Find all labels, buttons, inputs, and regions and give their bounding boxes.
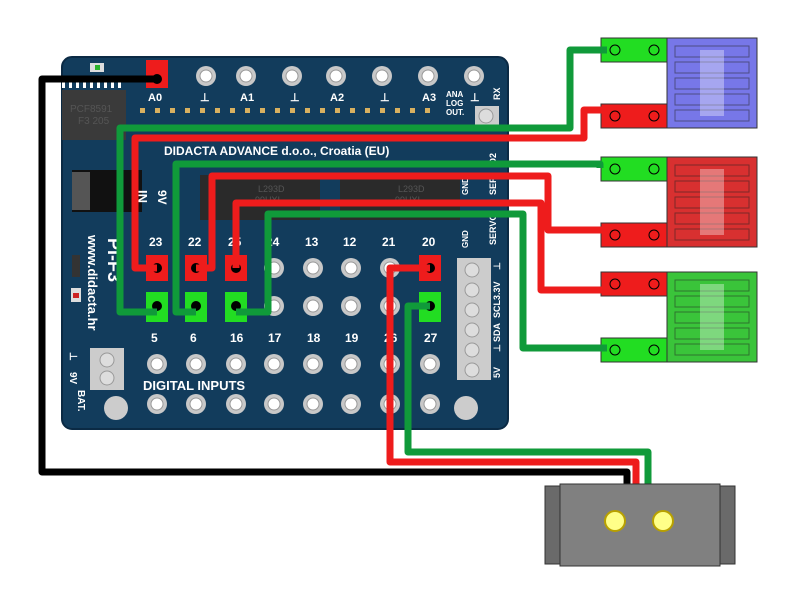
chip-pins bbox=[62, 82, 121, 88]
label-out: OUT. bbox=[446, 108, 464, 117]
wire-green-1 bbox=[116, 46, 607, 316]
wire-green-sensor bbox=[404, 302, 652, 488]
green-module bbox=[600, 271, 758, 363]
input-pin-label: 6 bbox=[190, 331, 197, 345]
adc-chip-code: F3 205 bbox=[78, 116, 110, 127]
output-pin-label: 21 bbox=[382, 235, 396, 249]
label-servo2: SERVO bbox=[488, 214, 498, 245]
sensor-emitter bbox=[604, 510, 626, 532]
wire-green-2 bbox=[172, 160, 604, 316]
svg-text:⊥: ⊥ bbox=[492, 262, 502, 270]
label-a1: A1 bbox=[240, 92, 254, 104]
input-pin-label: 27 bbox=[424, 331, 438, 345]
pin-header-row bbox=[140, 108, 430, 113]
svg-text:⊥: ⊥ bbox=[67, 352, 78, 361]
wire-red-2 bbox=[196, 172, 607, 272]
input-pin-label: 19 bbox=[345, 331, 359, 345]
label-a3: A3 bbox=[422, 92, 436, 104]
wire-red-3 bbox=[232, 199, 607, 294]
input-pin-label: 17 bbox=[268, 331, 282, 345]
label-log: LOG bbox=[446, 99, 463, 108]
adc-chip-label: PCF8591 bbox=[70, 104, 113, 115]
label-o2: O2 bbox=[488, 153, 498, 165]
svg-text:9V: 9V bbox=[67, 372, 78, 385]
svg-text:3.3V: 3.3V bbox=[492, 281, 502, 300]
svg-text:BAT.: BAT. bbox=[75, 390, 86, 412]
svg-text:SDA: SDA bbox=[492, 322, 502, 342]
mounting-hole bbox=[104, 396, 128, 420]
svg-text:L293D: L293D bbox=[258, 184, 285, 194]
label-9v: 9V bbox=[155, 190, 169, 205]
svg-text:SCL: SCL bbox=[492, 299, 502, 318]
label-analog: ANA bbox=[446, 90, 464, 99]
input-pin-label: 5 bbox=[151, 331, 158, 345]
input-pin-label: 18 bbox=[307, 331, 321, 345]
module-terminal[interactable] bbox=[600, 271, 668, 297]
module-terminal[interactable] bbox=[600, 37, 668, 63]
label-a2: A2 bbox=[330, 92, 344, 104]
wires bbox=[38, 46, 652, 488]
label-gnd: ⊥ bbox=[290, 92, 300, 104]
module-terminal[interactable] bbox=[600, 103, 668, 129]
module-terminal[interactable] bbox=[600, 337, 668, 363]
sensor-receiver bbox=[652, 510, 674, 532]
svg-text:5V: 5V bbox=[492, 367, 502, 378]
wire-green-3 bbox=[236, 210, 607, 352]
wire-red-1 bbox=[131, 106, 607, 272]
power-terminal-block: ⊥ 3.3V SCL SDA ⊥ 5V bbox=[457, 258, 502, 380]
label-power-in: IN bbox=[135, 190, 150, 203]
label-gnd: ⊥ bbox=[200, 92, 210, 104]
label-gnd: ⊥ bbox=[470, 92, 480, 104]
svg-text:⊥: ⊥ bbox=[492, 344, 502, 352]
manufacturer-label: DIDACTA ADVANCE d.o.o., Croatia (EU) bbox=[164, 144, 389, 158]
output-pin-label: 20 bbox=[422, 235, 436, 249]
label-rx: RX bbox=[492, 87, 502, 100]
svg-text:L293D: L293D bbox=[398, 184, 425, 194]
red-module bbox=[600, 156, 758, 248]
mounting-hole bbox=[454, 396, 478, 420]
pcb-board bbox=[61, 56, 509, 430]
input-pin-label: 16 bbox=[230, 331, 244, 345]
analog-header: A0 ⊥ A1 ⊥ A2 ⊥ A3 ⊥ ANA LOG OUT. RX bbox=[146, 60, 502, 117]
power-led bbox=[73, 293, 79, 298]
label-gnd-a: GND bbox=[461, 177, 470, 195]
label-gnd: ⊥ bbox=[380, 92, 390, 104]
reflective-sensor bbox=[544, 483, 736, 567]
label-gnd-b: GND bbox=[461, 230, 470, 248]
website-label: www.didacta.hr bbox=[85, 234, 100, 331]
output-pin-label: 23 bbox=[149, 235, 163, 249]
module-terminal[interactable] bbox=[600, 222, 668, 248]
module-terminal[interactable] bbox=[600, 156, 668, 182]
label-servo1: SER bbox=[488, 176, 498, 195]
output-pin-label: 13 bbox=[305, 235, 319, 249]
digital-inputs-label: DIGITAL INPUTS bbox=[143, 378, 245, 393]
output-pin-label: 12 bbox=[343, 235, 357, 249]
output-pin-label: 22 bbox=[188, 235, 202, 249]
adc-chip: PCF8591 F3 205 bbox=[62, 82, 126, 140]
wire-red-sensor bbox=[386, 264, 640, 488]
blue-module bbox=[600, 37, 758, 129]
label-a0: A0 bbox=[148, 92, 162, 104]
status-led bbox=[95, 65, 100, 70]
wire-black-sensor bbox=[38, 75, 631, 488]
